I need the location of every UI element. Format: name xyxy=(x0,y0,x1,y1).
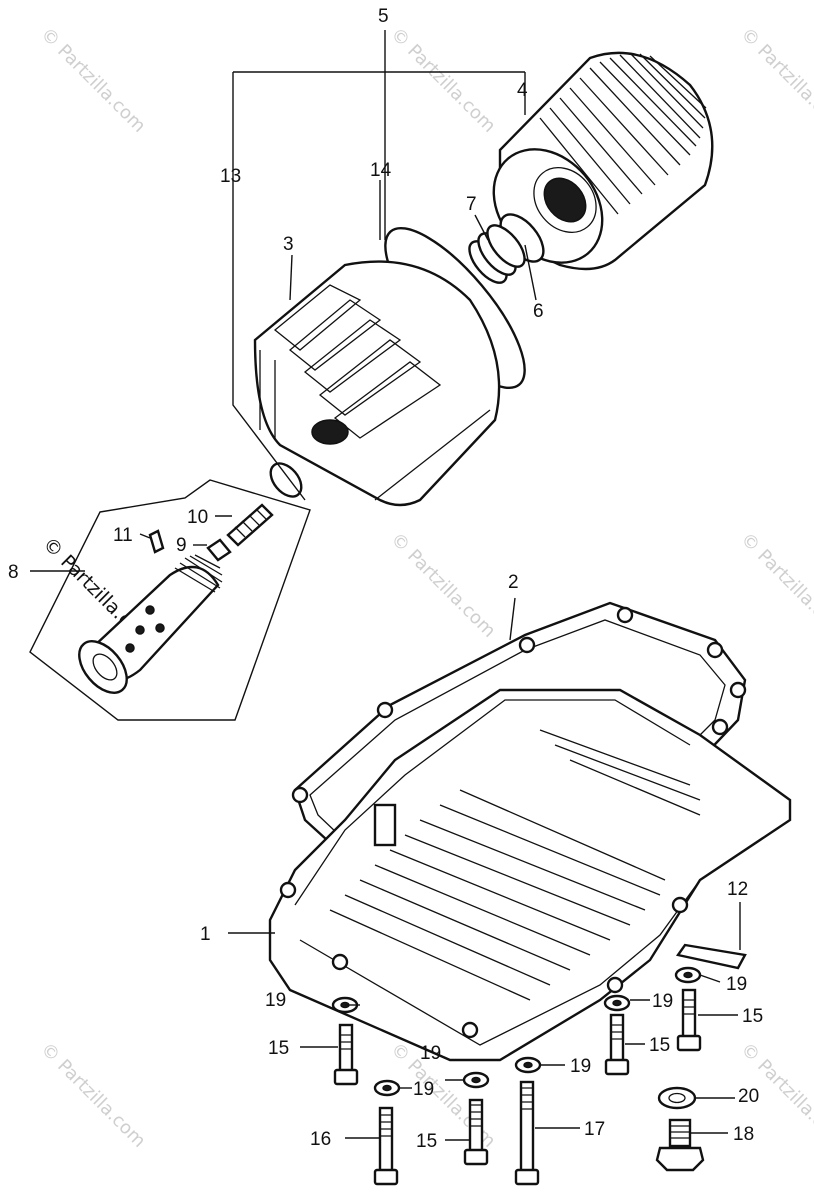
bolts xyxy=(333,988,705,1186)
inset-box xyxy=(29,479,311,721)
callout-15: 15 xyxy=(416,1131,437,1152)
callout-19: 19 xyxy=(570,1056,591,1077)
oil-filter-element xyxy=(492,51,714,271)
watermark: © Partzilla.com xyxy=(386,529,499,642)
callout-5: 5 xyxy=(378,6,389,27)
callout-12: 12 xyxy=(727,879,748,900)
group-bracket xyxy=(232,71,526,501)
leader-lines xyxy=(30,30,741,1141)
watermark: © Partzilla.com xyxy=(36,1039,149,1152)
callout-17: 17 xyxy=(584,1119,605,1140)
relief-valve xyxy=(206,538,232,562)
watermark: © Partzilla.com xyxy=(736,529,814,642)
oil-filter-case xyxy=(253,260,501,507)
pin xyxy=(148,529,165,554)
callout-2: 2 xyxy=(508,572,519,593)
callout-13: 13 xyxy=(220,166,241,187)
callout-19: 19 xyxy=(265,990,286,1011)
watermark: © Partzilla.com xyxy=(386,24,499,137)
callout-14: 14 xyxy=(370,160,392,181)
bypass-spring xyxy=(226,503,274,547)
callout-labels: 5 4 13 14 7 3 6 10 11 9 8 2 12 1 19 19 1… xyxy=(8,6,763,1152)
caution-label xyxy=(675,943,747,970)
callout-9: 9 xyxy=(176,535,187,556)
callout-19: 19 xyxy=(420,1043,441,1064)
callout-10: 10 xyxy=(187,507,208,528)
callout-20: 20 xyxy=(738,1086,759,1107)
callout-16: 16 xyxy=(310,1129,331,1150)
watermark: © Partzilla.com xyxy=(36,24,149,137)
oil-pan xyxy=(268,688,792,1062)
callout-7: 7 xyxy=(466,194,477,215)
spring-7 xyxy=(468,224,526,284)
callout-15: 15 xyxy=(649,1035,670,1056)
callout-1: 1 xyxy=(200,924,211,945)
callout-15: 15 xyxy=(742,1006,763,1027)
o-ring-small xyxy=(269,462,303,498)
callout-11: 11 xyxy=(113,525,133,546)
callout-15: 15 xyxy=(268,1038,289,1059)
watermark: © Partzilla.com xyxy=(736,24,814,137)
callout-4: 4 xyxy=(517,80,528,101)
washers xyxy=(331,966,702,1110)
callout-6: 6 xyxy=(533,301,544,322)
callout-18: 18 xyxy=(733,1124,754,1145)
callout-19: 19 xyxy=(413,1079,434,1100)
callout-3: 3 xyxy=(283,234,294,255)
callout-19: 19 xyxy=(652,991,673,1012)
callout-8: 8 xyxy=(8,562,19,583)
center-bolt xyxy=(78,554,223,694)
callout-19: 19 xyxy=(726,974,747,995)
